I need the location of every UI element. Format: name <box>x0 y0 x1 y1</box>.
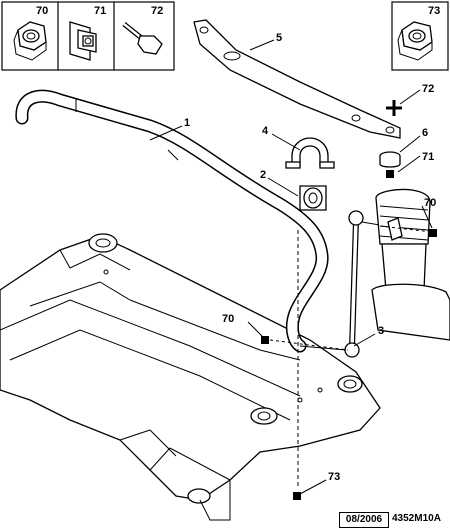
inset-frame-right <box>391 1 449 71</box>
damper-strut <box>371 188 450 341</box>
marker-70-lower <box>261 336 269 344</box>
callout-1: 1 <box>184 117 190 129</box>
callout-2: 2 <box>260 169 266 181</box>
date-box: 08/2006 <box>339 512 389 528</box>
date-text: 08/2006 <box>345 514 383 525</box>
callout-6: 6 <box>422 127 428 139</box>
inset-frame-left <box>1 1 175 71</box>
callout-5: 5 <box>276 32 282 44</box>
callout-4: 4 <box>262 125 269 137</box>
rubber-pad <box>379 151 401 168</box>
screw-marker-72 <box>386 100 402 116</box>
label-73-inset: 73 <box>428 5 440 17</box>
bar-clamp <box>285 137 335 169</box>
subframe-cradle <box>0 233 381 521</box>
tie-bar <box>193 19 401 139</box>
marker-71 <box>386 170 394 178</box>
cage-nut-71-icon <box>69 21 97 61</box>
nut-70-icon <box>13 21 47 61</box>
anti-roll-bar <box>15 89 329 353</box>
callout-72: 72 <box>422 83 434 95</box>
callout-73: 73 <box>328 471 340 483</box>
marker-73 <box>293 492 301 500</box>
callout-70-lower: 70 <box>222 313 234 325</box>
marker-70-upper <box>429 229 437 237</box>
callout-3: 3 <box>378 325 384 337</box>
bar-bush <box>299 185 327 211</box>
screw-72-icon <box>122 22 163 55</box>
label-71-inset: 71 <box>94 5 106 17</box>
diagram-code: 4352M10A <box>392 513 441 524</box>
nut-73-icon <box>397 21 433 61</box>
label-70-inset: 70 <box>36 5 48 17</box>
callout-71: 71 <box>422 151 434 163</box>
label-72-inset: 72 <box>151 5 163 17</box>
callout-70-upper: 70 <box>424 197 436 209</box>
